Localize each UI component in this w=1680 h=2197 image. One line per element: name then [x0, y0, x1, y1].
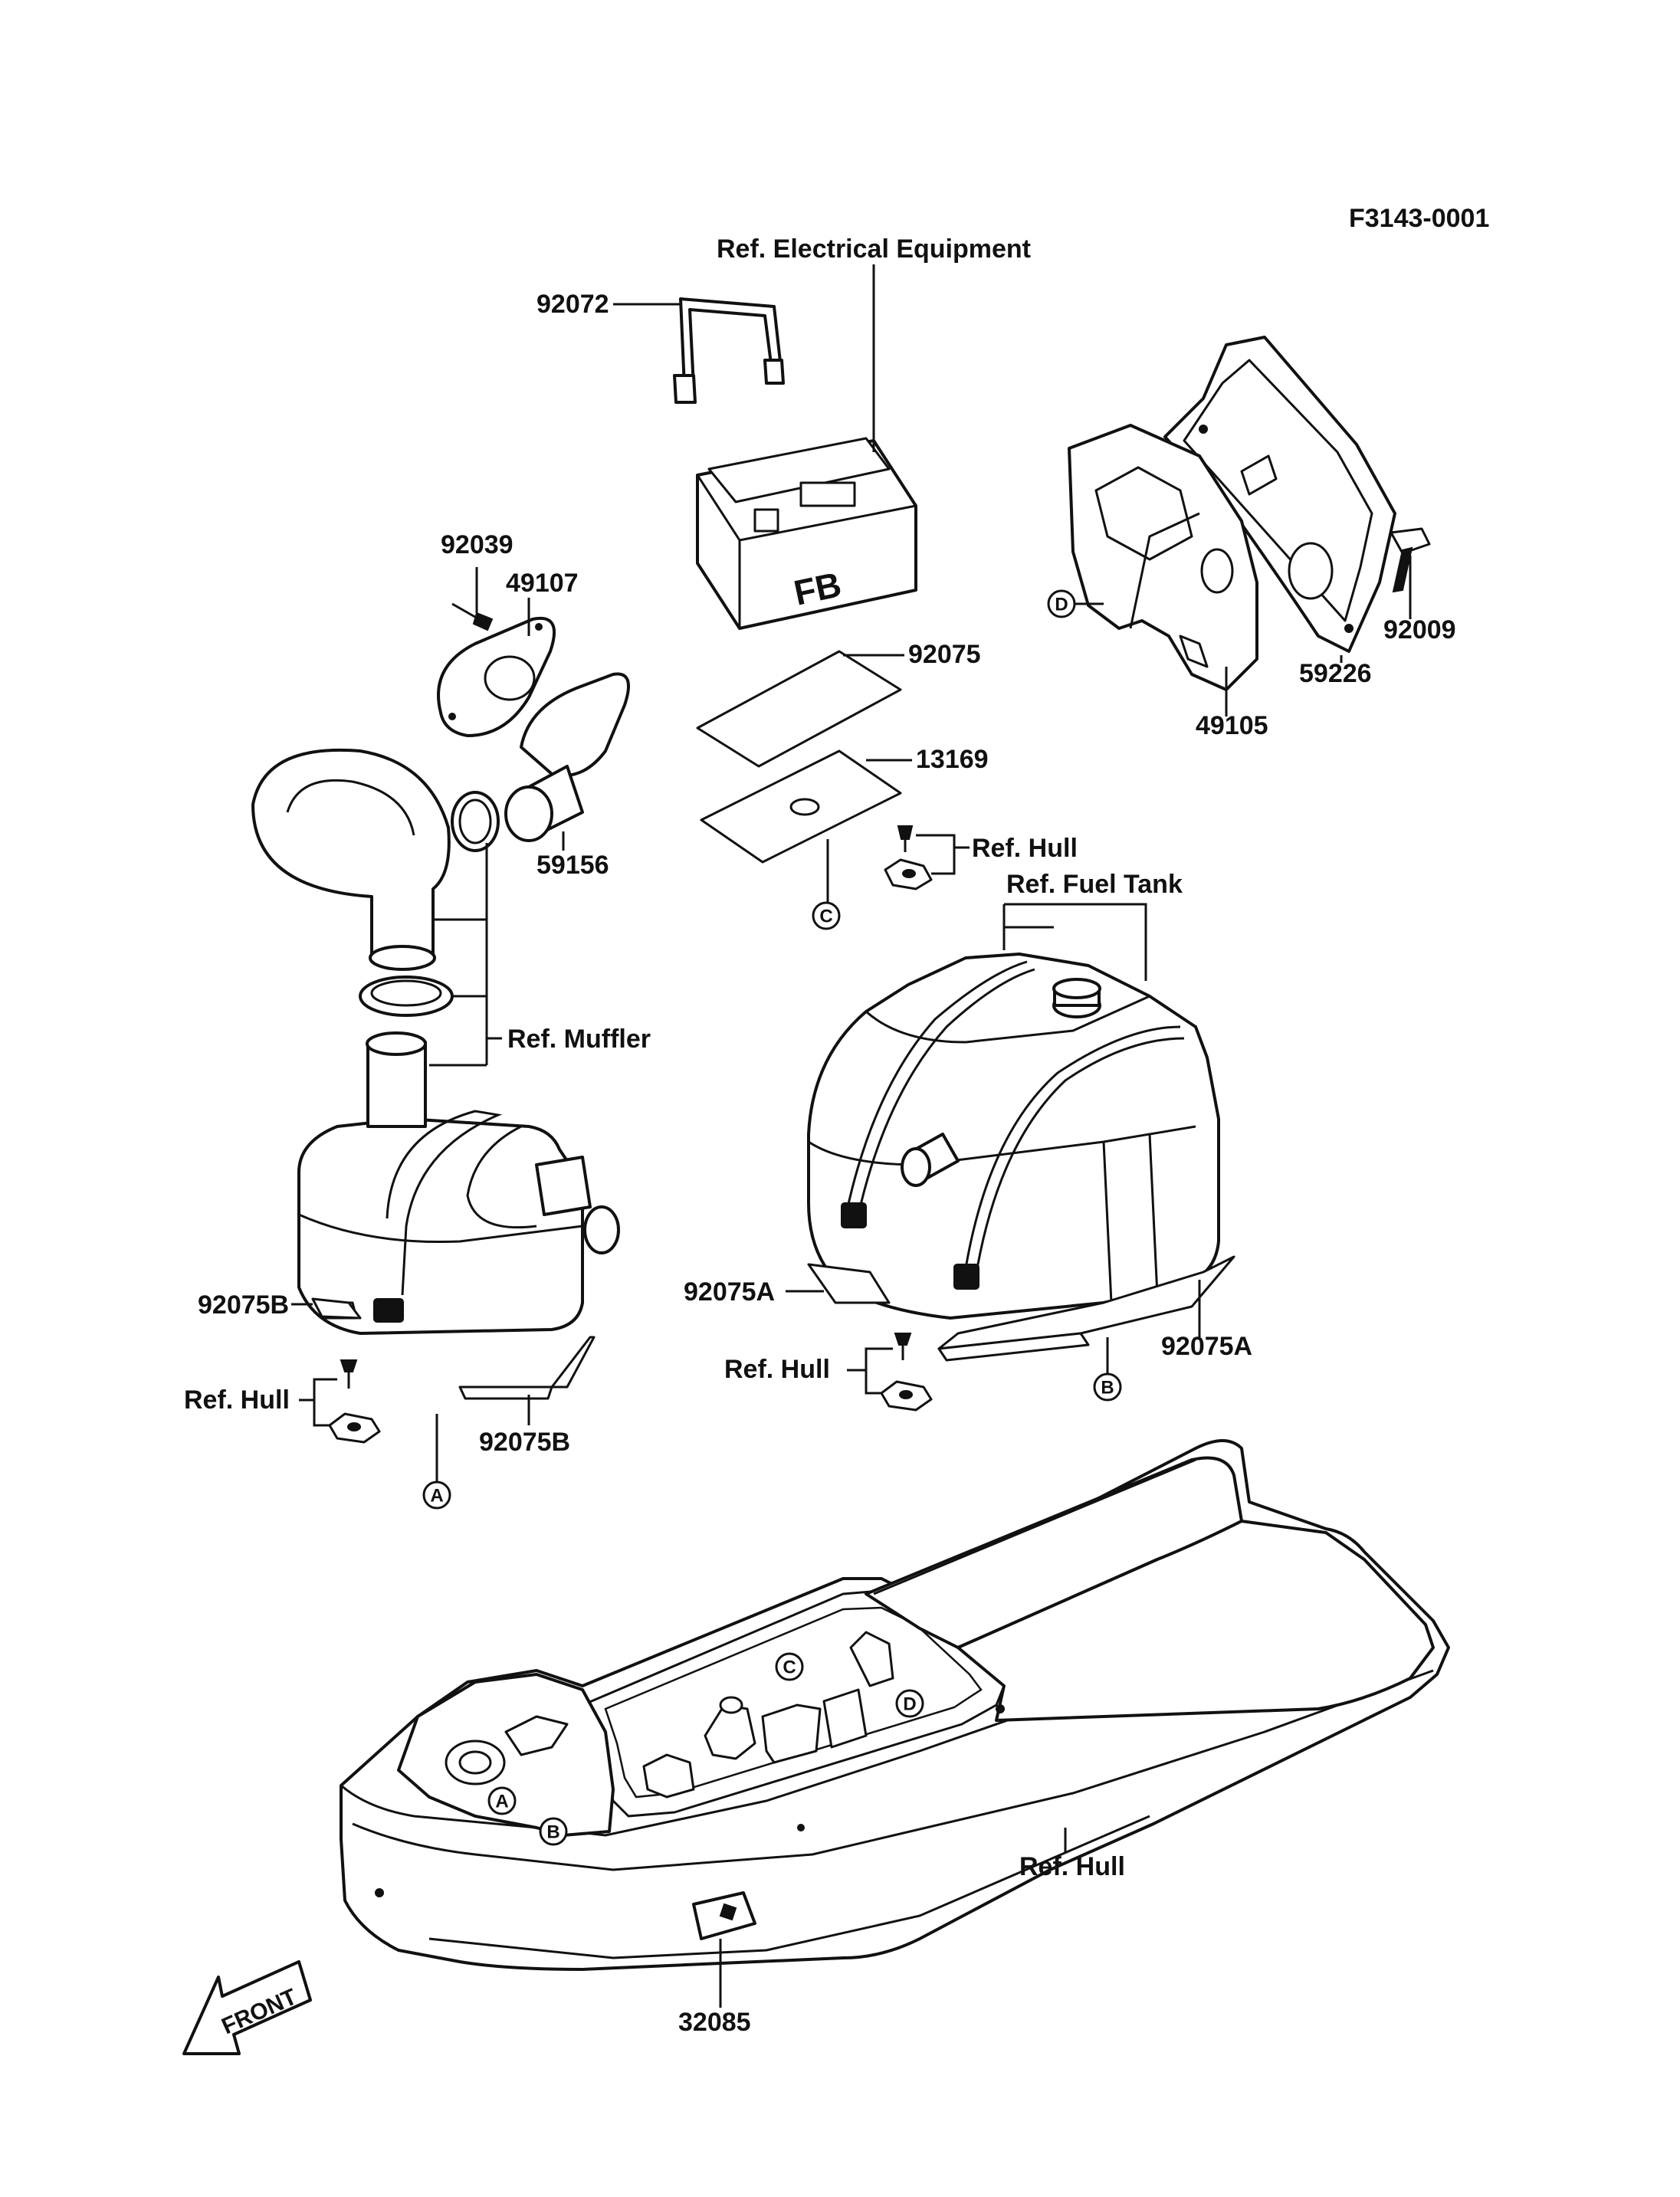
- svg-text:C: C: [819, 907, 832, 927]
- label-92075: 92075: [908, 640, 981, 669]
- marker-a-left: A: [422, 1481, 451, 1510]
- figure-code: F3143-0001: [1349, 204, 1489, 233]
- battery-pad-13169: [700, 749, 902, 864]
- svg-text:B: B: [1101, 1378, 1114, 1399]
- hose-59156: [504, 765, 584, 842]
- label-92072: 92072: [536, 290, 609, 319]
- gasket-49107: [437, 616, 556, 737]
- marker-c-hull: C: [775, 1652, 804, 1681]
- battery-pad-92075: [696, 650, 902, 768]
- label-ref-hull-mid: Ref. Hull: [724, 1355, 830, 1384]
- fuel-tank: [807, 953, 1220, 1320]
- svg-text:B: B: [546, 1822, 559, 1843]
- exhaust-pipe: [251, 748, 451, 971]
- label-ref-muffler: Ref. Muffler: [507, 1025, 651, 1054]
- screw-nut-ref-hull-top: [884, 825, 933, 890]
- label-92075a-left: 92075A: [684, 1277, 775, 1307]
- svg-text:D: D: [1055, 595, 1068, 615]
- marker-a-hull: A: [487, 1786, 517, 1815]
- battery-strap-92072: [673, 297, 785, 404]
- label-92009: 92009: [1383, 615, 1456, 644]
- hull: [340, 1439, 1450, 1971]
- svg-text:D: D: [903, 1694, 916, 1715]
- pad-92075a-left: [807, 1263, 891, 1304]
- front-arrow: FRONT: [182, 1960, 312, 2055]
- screw-92039: [451, 602, 494, 631]
- marker-b-mid: B: [1093, 1372, 1122, 1402]
- label-ref-hull-left: Ref. Hull: [184, 1385, 290, 1415]
- marker-d-top: D: [1047, 589, 1076, 618]
- hose-clamp-upper: [451, 791, 500, 852]
- bolt-92009: [1390, 527, 1431, 593]
- marker-d-hull: D: [895, 1689, 924, 1718]
- screw-nut-ref-hull-mid: [880, 1333, 933, 1412]
- pad-92075a-right: [937, 1255, 1235, 1362]
- label-ref-fuel-tank: Ref. Fuel Tank: [1006, 870, 1183, 899]
- battery-mark: FB: [790, 564, 845, 613]
- svg-text:A: A: [495, 1792, 508, 1812]
- screw-nut-ref-hull-left: [328, 1359, 381, 1444]
- exhaust-flange: [520, 672, 630, 777]
- label-ref-hull-bottom: Ref. Hull: [1019, 1852, 1125, 1881]
- label-49105: 49105: [1196, 711, 1268, 740]
- label-92075b-bottom: 92075B: [479, 1428, 570, 1457]
- marker-b-hull: B: [539, 1817, 568, 1846]
- svg-text:A: A: [430, 1486, 443, 1507]
- battery-case-49105: [1068, 424, 1258, 691]
- label-92075a-right: 92075A: [1161, 1332, 1252, 1361]
- label-13169: 13169: [916, 745, 989, 774]
- label-32085: 32085: [678, 2008, 751, 2037]
- label-92075b-left: 92075B: [198, 1290, 289, 1320]
- label-59226: 59226: [1299, 659, 1372, 688]
- label-49107: 49107: [506, 569, 579, 598]
- svg-text:C: C: [783, 1658, 796, 1678]
- pad-92075b-bottom: [458, 1336, 596, 1400]
- marker-c-top: C: [812, 901, 841, 930]
- label-92039: 92039: [441, 530, 514, 559]
- label-59156: 59156: [536, 851, 609, 880]
- pad-92075b-left: [311, 1297, 362, 1320]
- hose-clamp-lower: [359, 976, 454, 1017]
- muffler: [297, 1031, 620, 1335]
- label-ref-hull-top: Ref. Hull: [972, 834, 1078, 863]
- battery: FB: [696, 437, 917, 630]
- label-ref-electrical-equipment: Ref. Electrical Equipment: [717, 234, 1031, 264]
- gasket-59226: [1163, 336, 1396, 653]
